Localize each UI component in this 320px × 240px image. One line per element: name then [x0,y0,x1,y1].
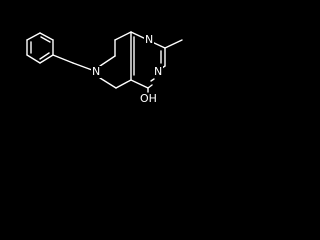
bond [147,84,153,89]
bond [52,54,74,64]
aromatic-bond [40,36,51,43]
atom-oh: OH [139,92,158,105]
benzene-ring [26,32,54,64]
methyl-bond [164,39,183,49]
bond [72,62,93,71]
atom-n-top: N [144,33,155,46]
structure-canvas: N N N OH [0,0,246,113]
bond [39,32,54,41]
bond [115,79,132,89]
bond [26,54,41,64]
bond [26,32,41,41]
bond [99,55,116,67]
atom-n-mid: N [153,65,164,78]
structure-drawing [26,31,183,93]
piperidine-ring [99,31,132,89]
aromatic-bond [150,78,155,82]
aromatic-bond [39,52,50,60]
bond [130,79,149,89]
bond [114,31,132,41]
bond [39,54,54,64]
atom-n-ring: N [91,65,102,78]
bond [99,77,117,89]
